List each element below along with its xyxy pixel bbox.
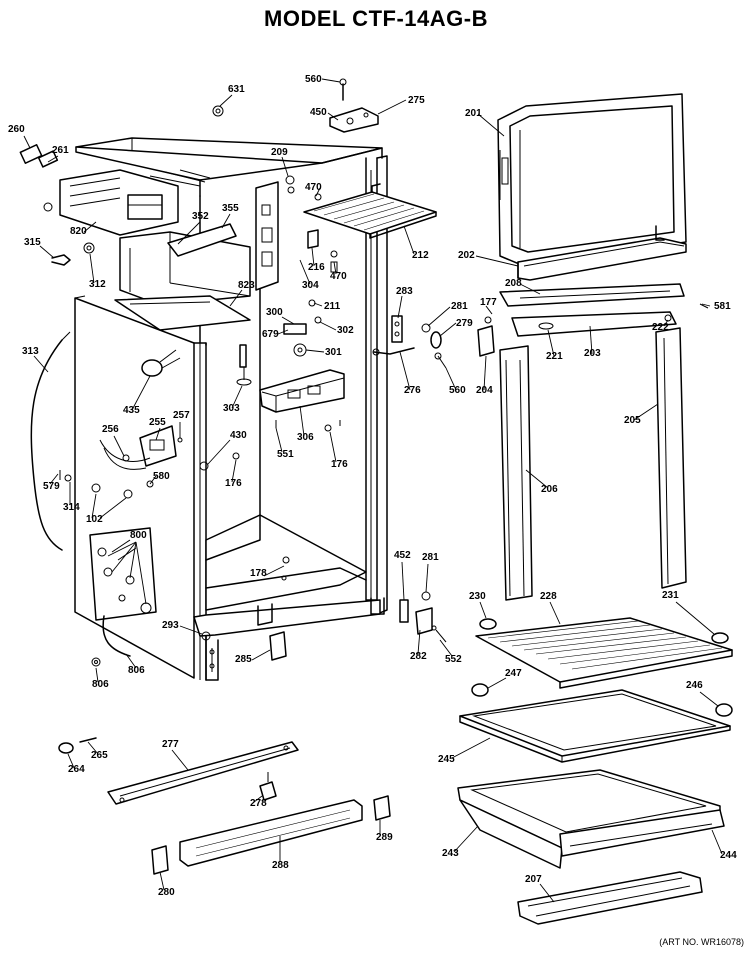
- callout-304: 304: [302, 280, 319, 291]
- callout-257: 257: [173, 410, 190, 421]
- callout-278: 278: [250, 798, 267, 809]
- callout-450: 450: [310, 107, 327, 118]
- callout-203: 203: [584, 348, 601, 359]
- control-parts: [236, 229, 345, 432]
- callout-261: 261: [52, 145, 69, 156]
- callout-352: 352: [192, 211, 209, 222]
- door-shelf-bottom: [517, 871, 703, 925]
- callout-430: 430: [230, 430, 247, 441]
- callout-820: 820: [70, 226, 87, 237]
- callout-276: 276: [404, 385, 421, 396]
- center-hinge-parts: [372, 305, 495, 643]
- callout-560: 560: [449, 385, 466, 396]
- callout-206: 206: [541, 484, 558, 495]
- callout-230: 230: [469, 591, 486, 602]
- crisper-drawer: [457, 769, 725, 869]
- callout-679: 679: [262, 329, 279, 340]
- callout-302: 302: [337, 325, 354, 336]
- callout-470: 470: [305, 182, 322, 193]
- callout-631: 631: [228, 84, 245, 95]
- callout-231: 231: [662, 590, 679, 601]
- callout-201: 201: [465, 108, 482, 119]
- glass-shelf: [459, 689, 731, 763]
- callout-281: 281: [451, 301, 468, 312]
- callout-279: 279: [456, 318, 473, 329]
- callout-277: 277: [162, 739, 179, 750]
- callout-283: 283: [396, 286, 413, 297]
- callout-176: 176: [331, 459, 348, 470]
- callout-207: 207: [525, 874, 542, 885]
- leader-lines: [23, 78, 723, 903]
- callout-212: 212: [412, 250, 429, 261]
- callout-580: 580: [153, 471, 170, 482]
- callout-289: 289: [376, 832, 393, 843]
- callout-314: 314: [63, 502, 80, 513]
- callout-281: 281: [422, 552, 439, 563]
- wire-shelf: [471, 617, 733, 717]
- callout-282: 282: [410, 651, 427, 662]
- left-side-components: [30, 331, 290, 667]
- callout-285: 285: [235, 654, 252, 665]
- callout-216: 216: [308, 262, 325, 273]
- art-number: (ART NO. WR16078): [659, 937, 744, 947]
- callout-243: 243: [442, 848, 459, 859]
- callout-312: 312: [89, 279, 106, 290]
- freezer-door: [497, 93, 709, 601]
- callout-264: 264: [68, 764, 85, 775]
- callout-435: 435: [123, 405, 140, 416]
- callout-202: 202: [458, 250, 475, 261]
- callout-256: 256: [102, 424, 119, 435]
- callout-303: 303: [223, 403, 240, 414]
- callout-581: 581: [714, 301, 731, 312]
- callout-275: 275: [408, 95, 425, 106]
- top-hinge: [329, 78, 379, 133]
- callout-806: 806: [92, 679, 109, 690]
- callout-552: 552: [445, 654, 462, 665]
- freezer-shelf: [303, 183, 437, 239]
- callout-102: 102: [86, 514, 103, 525]
- callout-806: 806: [128, 665, 145, 676]
- callout-300: 300: [266, 307, 283, 318]
- callout-355: 355: [222, 203, 239, 214]
- callout-255: 255: [149, 417, 166, 428]
- callout-315: 315: [24, 237, 41, 248]
- callout-204: 204: [476, 385, 493, 396]
- base-parts: [58, 737, 391, 875]
- callout-313: 313: [22, 346, 39, 357]
- callout-222: 222: [652, 322, 669, 333]
- callout-176: 176: [225, 478, 242, 489]
- callout-452: 452: [394, 550, 411, 561]
- callout-579: 579: [43, 481, 60, 492]
- callout-301: 301: [325, 347, 342, 358]
- callout-551: 551: [277, 449, 294, 460]
- callout-211: 211: [324, 301, 341, 312]
- callout-247: 247: [505, 668, 522, 679]
- callout-178: 178: [250, 568, 267, 579]
- callout-246: 246: [686, 680, 703, 691]
- evaporator-assembly: [19, 105, 251, 331]
- callout-470: 470: [330, 271, 347, 282]
- callout-293: 293: [162, 620, 179, 631]
- callout-306: 306: [297, 432, 314, 443]
- callout-labels: 631 560 450 275 201 260 261 209 470 355 352 820 315 2…: [8, 74, 737, 898]
- callout-209: 209: [271, 147, 288, 158]
- callout-221: 221: [546, 351, 563, 362]
- callout-280: 280: [158, 887, 175, 898]
- diagram-title: MODEL CTF-14AG-B: [264, 6, 488, 31]
- callout-265: 265: [91, 750, 108, 761]
- callout-260: 260: [8, 124, 25, 135]
- callout-560: 560: [305, 74, 322, 85]
- callout-208: 208: [505, 278, 522, 289]
- callout-245: 245: [438, 754, 455, 765]
- callout-177: 177: [480, 297, 497, 308]
- callout-800: 800: [130, 530, 147, 541]
- callout-823: 823: [238, 280, 255, 291]
- callout-288: 288: [272, 860, 289, 871]
- callout-228: 228: [540, 591, 557, 602]
- callout-244: 244: [720, 850, 737, 861]
- callout-205: 205: [624, 415, 641, 426]
- control-housing: [255, 175, 295, 291]
